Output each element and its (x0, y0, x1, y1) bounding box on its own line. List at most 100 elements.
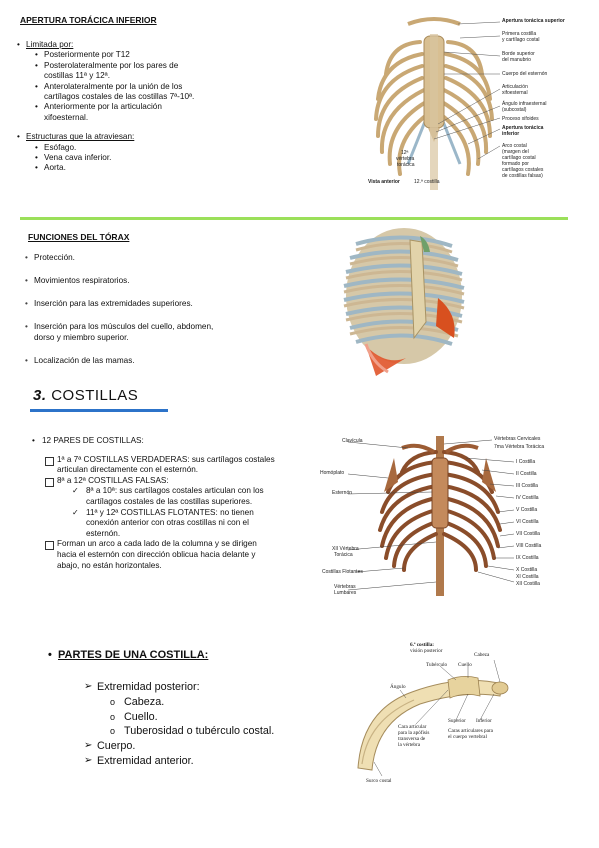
label-angulo-2: (subcostal) (502, 107, 527, 113)
label-costilla-vi: VI Costilla (516, 519, 539, 525)
label-arco-5: cartílagos costales (502, 167, 544, 173)
chapter-underline (30, 409, 168, 412)
label-costilla-iv: IV Costilla (516, 495, 539, 501)
partes-list: Extremidad posterior: Cabeza. Cuello. Tu… (84, 680, 274, 769)
label-caras-articulares: Caras articulares para (448, 728, 493, 734)
label-vertebras-cervicales: Vértebras Cervicales (494, 436, 541, 442)
apertura-list: Limitada por: Posteriormente por T12 Pos… (17, 40, 326, 174)
label-7ma-vertebra: 7ma Vértebra Torácica (494, 444, 545, 450)
label-6-costilla: 6.ª costilla: (410, 642, 435, 648)
list-item: Cabeza. (110, 695, 274, 710)
label-costilla-iii: III Costilla (516, 483, 538, 489)
list-item-cont: conexión anterior con otras costillas ni… (86, 518, 249, 528)
list-item: Forman un arco a cada lado de la columna… (45, 539, 302, 550)
label-cuello: Cuello (458, 662, 472, 668)
list-item: 11ª y 12ª COSTILLAS FLOTANTES: no tienen (72, 508, 302, 519)
list-item: Vena cava inferior. (26, 153, 326, 164)
list-item-cont: articulan directamente con el esternón. (57, 465, 199, 475)
label-vision-posterior: visión posterior (410, 648, 443, 654)
label-lumbares: Lumbares (334, 590, 357, 596)
label-cuerpo-esternon: Cuerpo del esternón (502, 71, 548, 77)
list-item: 1ª a 7ª COSTILLAS VERDADERAS: sus cartíl… (45, 455, 302, 466)
label-tuberculo: Tubérculo (426, 662, 448, 668)
label-cuerpo-vertebral: el cuerpo vertebral (448, 734, 487, 740)
label-primera-costilla-2: y cartílago costal (502, 37, 540, 43)
label-esternon: Esternón (332, 490, 353, 496)
list-item: 8ª a 12ª COSTILLAS FALSAS: (45, 476, 302, 487)
label-angulo-costilla: Ángulo (390, 684, 406, 690)
chapter-number: 3. (33, 387, 47, 404)
label-costilla-ii: II Costilla (516, 471, 537, 477)
list-item: Inserción para las extremidades superior… (25, 299, 274, 310)
label-apertura-superior: Apertura torácica superior (502, 18, 565, 24)
label-angulo: Ángulo infraesternal (502, 101, 547, 107)
label-cara-4: la vértebra (398, 742, 421, 748)
list-item: Posterolateralmente por los pares de (26, 61, 326, 72)
list-item-cont: abajo, no están horizontales. (57, 560, 162, 570)
label-arco-6: de costillas falsas) (502, 173, 543, 179)
chapter-heading: 3. COSTILLAS (33, 387, 138, 404)
list-item: Tuberosidad o tubérculo costal. (110, 724, 274, 739)
label-apertura-inferior-2: inferior (502, 131, 520, 137)
label-costilla-x: X Costilla (516, 567, 538, 573)
thorax-aperture-figure: Apertura torácica superior Primera costi… (368, 14, 583, 190)
list-item-cont: esternón. (86, 528, 121, 538)
label-borde: Borde superior (502, 51, 535, 57)
ribcage-lateral-figure (336, 226, 474, 378)
label-cara-2: para la apófisis (398, 730, 430, 736)
single-rib-illustration (357, 659, 509, 777)
label-costilla-vii: VII Costilla (516, 531, 540, 537)
list-item: Extremidad posterior: (84, 680, 274, 695)
list-item: Anterolateralmente por la unión de los (26, 82, 326, 93)
label-xifoides: Proceso xifoides (502, 116, 539, 122)
list-item-cont: xifoesternal. (44, 112, 89, 122)
label-costillas-flotantes: Costillas Flotantes (322, 569, 363, 575)
list-item: Posteriormente por T12 (26, 50, 326, 61)
label-vertebras: Vértebras (334, 584, 356, 590)
section-title-partes: PARTES DE UNA COSTILLA: (48, 649, 208, 661)
label-t12: 12ª (401, 150, 409, 156)
list-item-cont: cartílagos costales de las costillas 7ª-… (44, 92, 195, 102)
ribs-skeleton-figure: Clavícula Homóplato Esternón XII Vértebr… (318, 432, 554, 598)
label-costilla-viii: VIII Costilla (516, 543, 542, 549)
label-articulacion: Articulación (502, 84, 528, 90)
limits-heading: Limitada por: (26, 40, 74, 49)
thorax-skeleton-illustration (374, 17, 501, 190)
label-surco-costal: Surco costal (366, 778, 392, 784)
label-articulacion-2: xifoesternal (502, 90, 528, 96)
section-title-apertura: APERTURA TORÁCICA INFERIOR (20, 15, 157, 25)
chapter-title: COSTILLAS (51, 387, 139, 404)
list-item: Cuello. (110, 710, 274, 725)
list-item-pairs: 12 PARES DE COSTILLAS: (32, 436, 302, 447)
label-arco-costal: Arco costal (502, 143, 527, 149)
list-item: Movimientos respiratorios. (25, 276, 274, 287)
label-costilla-xii: XII Costilla (516, 581, 540, 587)
label-cara-articular: Cara articular (398, 724, 427, 730)
list-item-cont: hacia el esternón con dirección oblicua … (57, 549, 256, 559)
label-t12-vertebra: vértebra (396, 156, 415, 162)
label-costilla-ix: IX Costilla (516, 555, 539, 561)
list-item: Esófago. (26, 143, 326, 154)
label-costilla-xi: XI Costilla (516, 574, 539, 580)
label-arco-4: formado por (502, 161, 529, 167)
list-item: Aorta. (26, 163, 326, 174)
label-superior: Superior (448, 718, 466, 724)
section-title-funciones: FUNCIONES DEL TÓRAX (28, 232, 130, 242)
list-item: Cuerpo. (84, 739, 274, 754)
section-divider (20, 217, 568, 220)
label-t12-toracica: torácica (397, 162, 415, 168)
label-primera-costilla: Primera costilla (502, 31, 537, 37)
label-costilla-i: I Costilla (516, 459, 536, 465)
list-item: Inserción para los músculos del cuello, … (25, 322, 274, 343)
label-homoplato: Homóplato (320, 470, 345, 476)
funciones-list: Protección. Movimientos respiratorios. I… (25, 253, 274, 379)
label-cara-3: transversa de (398, 736, 426, 742)
label-inferior: Inferior (476, 718, 492, 724)
ribcage-lateral-illustration (343, 228, 465, 376)
label-apertura-inferior: Apertura torácica (502, 125, 544, 131)
list-item: Anteriormente por la articulación (26, 102, 326, 113)
costillas-list: 12 PARES DE COSTILLAS: 1ª a 7ª COSTILLAS… (32, 436, 302, 571)
label-costilla-v: V Costilla (516, 507, 538, 513)
label-12-costilla: 12.ª costilla (414, 179, 440, 185)
ribs-skeleton-illustration (347, 436, 515, 596)
